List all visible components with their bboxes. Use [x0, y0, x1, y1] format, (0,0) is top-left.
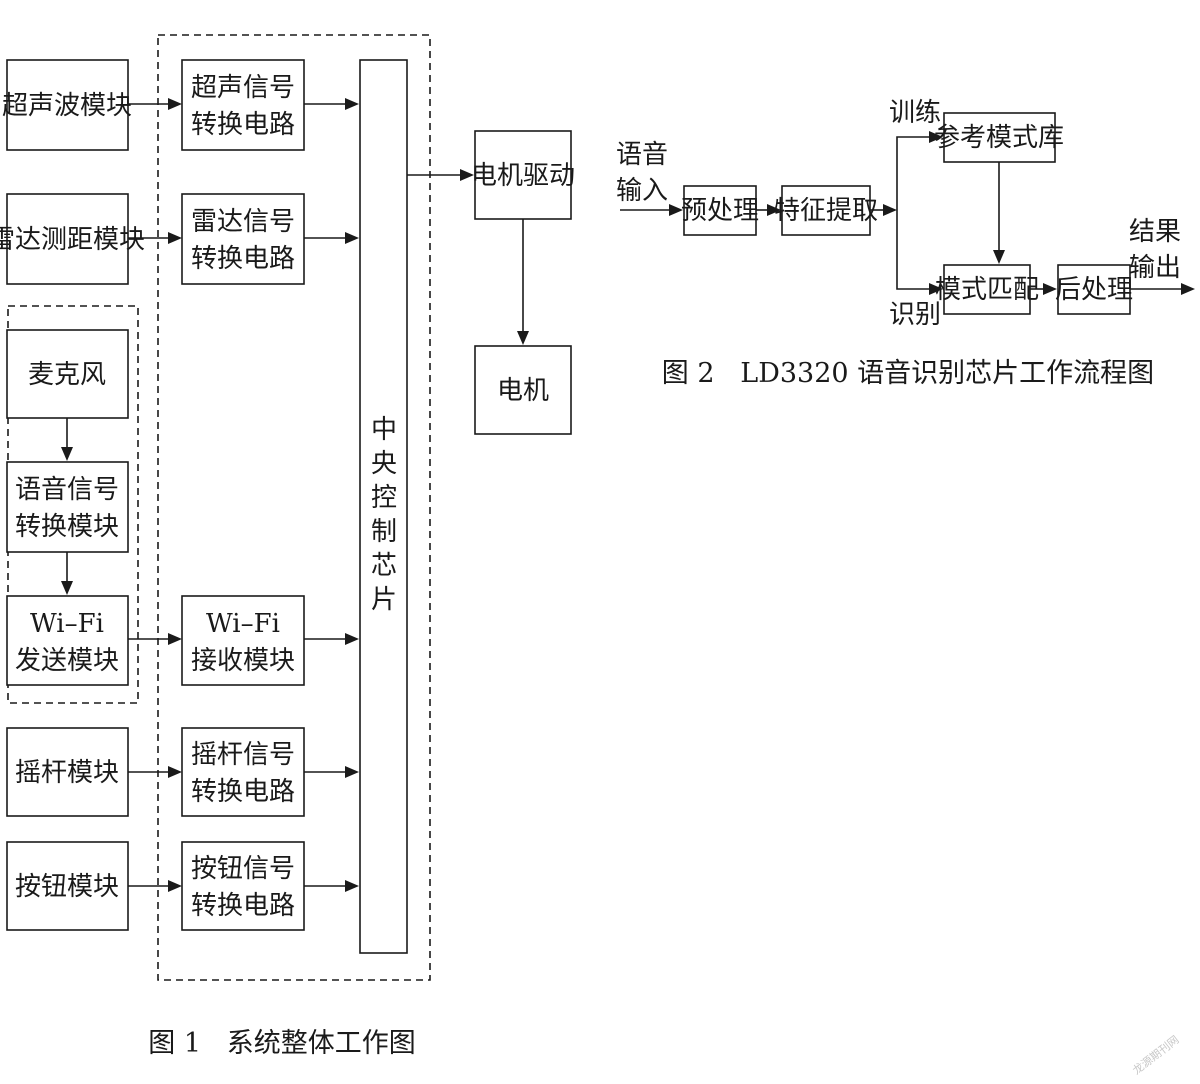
- reference-library-box: [943, 112, 1056, 163]
- connector-train-branch: [896, 136, 931, 210]
- input-label-line2: 输入: [616, 176, 668, 206]
- ultrasonic-module-box: [6, 59, 129, 151]
- arrowhead-post-to-output: [1181, 283, 1195, 295]
- motor-driver-label: 电机驱动: [471, 161, 575, 191]
- feature-extract-label: 特征提取: [774, 196, 878, 226]
- wifi-receive-label-line2: 接收模块: [191, 646, 295, 676]
- arrowhead-mic-to-voice: [61, 447, 73, 461]
- wifi-send-module-box: [6, 595, 129, 686]
- joystick-conversion-label-line2: 转换电路: [191, 777, 295, 807]
- output-label-line1: 结果: [1129, 217, 1181, 247]
- pattern-match-box: [943, 264, 1031, 315]
- arrowhead-feature-out: [883, 204, 897, 216]
- radar-module-label: 雷达测距模块: [0, 225, 145, 255]
- ultrasonic-conversion-label-line2: 转换电路: [191, 110, 295, 140]
- joystick-module-label: 摇杆模块: [15, 758, 119, 788]
- arrowhead-wifi-to-chip: [345, 633, 359, 645]
- button-conversion-label-line1: 按钮信号: [191, 854, 295, 884]
- arrowhead-button: [168, 880, 182, 892]
- ultrasonic-module-label: 超声波模块: [2, 91, 132, 121]
- wifi-receive-label-line1: Wi–Fi: [206, 609, 280, 639]
- arrowhead-radar-to-chip: [345, 232, 359, 244]
- arrowhead-ultrasonic: [168, 98, 182, 110]
- output-label-line2: 输出: [1129, 253, 1181, 283]
- motor-box: [474, 345, 572, 435]
- central-chip-char-5: 芯: [371, 551, 397, 581]
- radar-conversion-label-line1: 雷达信号: [191, 207, 295, 237]
- signal-conversion-group-border: [157, 34, 431, 981]
- train-label: 训练: [889, 98, 941, 128]
- watermark: 龙源期刊网: [1130, 1032, 1182, 1077]
- recognize-label: 识别: [889, 300, 941, 330]
- microphone-label: 麦克风: [28, 360, 106, 390]
- arrowhead-preprocess-to-feature: [767, 204, 781, 216]
- central-control-chip-box: [359, 59, 408, 954]
- ultrasonic-conversion-box: [181, 59, 305, 151]
- motor-label: 电机: [497, 376, 549, 406]
- radar-conversion-label-line2: 转换电路: [191, 244, 295, 274]
- radar-module-box: [6, 193, 129, 285]
- central-chip-char-6: 片: [371, 585, 397, 615]
- wifi-send-label-line1: Wi–Fi: [30, 609, 104, 639]
- preprocess-label: 预处理: [681, 196, 759, 226]
- connector-recognize-branch: [896, 210, 931, 290]
- radar-conversion-box: [181, 193, 305, 285]
- central-chip-char-2: 央: [371, 449, 397, 479]
- arrowhead-joystick-to-chip: [345, 766, 359, 778]
- wifi-send-label-line2: 发送模块: [15, 646, 119, 676]
- figure-2: 语音 输入 预处理 特征提取 参考模式库 模式匹配 后处理 训练 识别 结果 输…: [616, 98, 1195, 389]
- figure2-caption: 图 2 LD3320 语音识别芯片工作流程图: [662, 358, 1154, 389]
- arrowhead-ultrasonic-to-chip: [345, 98, 359, 110]
- input-label-line1: 语音: [616, 140, 668, 170]
- joystick-conversion-box: [181, 727, 305, 817]
- pattern-match-label: 模式匹配: [935, 275, 1039, 305]
- arrowhead-recognize-branch: [929, 283, 943, 295]
- central-chip-char-3: 控: [371, 483, 397, 513]
- arrowhead-radar: [168, 232, 182, 244]
- voice-convert-label-line2: 转换模块: [15, 512, 119, 542]
- microphone-box: [6, 329, 129, 419]
- button-module-box: [6, 841, 129, 931]
- postprocess-label: 后处理: [1055, 275, 1133, 305]
- joystick-module-box: [6, 727, 129, 817]
- motor-driver-box: [474, 130, 572, 220]
- arrowhead-button-to-chip: [345, 880, 359, 892]
- figure-1: 超声波模块 雷达测距模块 麦克风 语音信号 转换模块 Wi–Fi 发送模块 摇杆…: [0, 34, 575, 1059]
- arrowhead-match-to-post: [1043, 283, 1057, 295]
- voice-convert-module-box: [6, 461, 129, 553]
- central-chip-char-4: 制: [371, 517, 397, 547]
- figure1-caption: 图 1 系统整体工作图: [148, 1028, 416, 1059]
- voice-convert-label-line1: 语音信号: [15, 475, 119, 505]
- arrowhead-chip-to-driver: [460, 169, 474, 181]
- wifi-receive-box: [181, 595, 305, 686]
- feature-extract-box: [781, 185, 871, 236]
- arrowhead-library-to-match: [993, 250, 1005, 264]
- arrowhead-wifi: [168, 633, 182, 645]
- arrowhead-driver-to-motor: [517, 331, 529, 345]
- button-conversion-label-line2: 转换电路: [191, 891, 295, 921]
- preprocess-box: [683, 185, 757, 236]
- arrowhead-voice-to-wifi: [61, 581, 73, 595]
- joystick-conversion-label-line1: 摇杆信号: [191, 740, 295, 770]
- ultrasonic-conversion-label-line1: 超声信号: [191, 73, 295, 103]
- arrowhead-input-to-preprocess: [669, 204, 683, 216]
- button-module-label: 按钮模块: [15, 872, 119, 902]
- button-conversion-box: [181, 841, 305, 931]
- arrowhead-joystick: [168, 766, 182, 778]
- central-chip-char-1: 中: [371, 415, 397, 445]
- reference-library-label: 参考模式库: [934, 123, 1064, 153]
- arrowhead-train-branch: [929, 131, 943, 143]
